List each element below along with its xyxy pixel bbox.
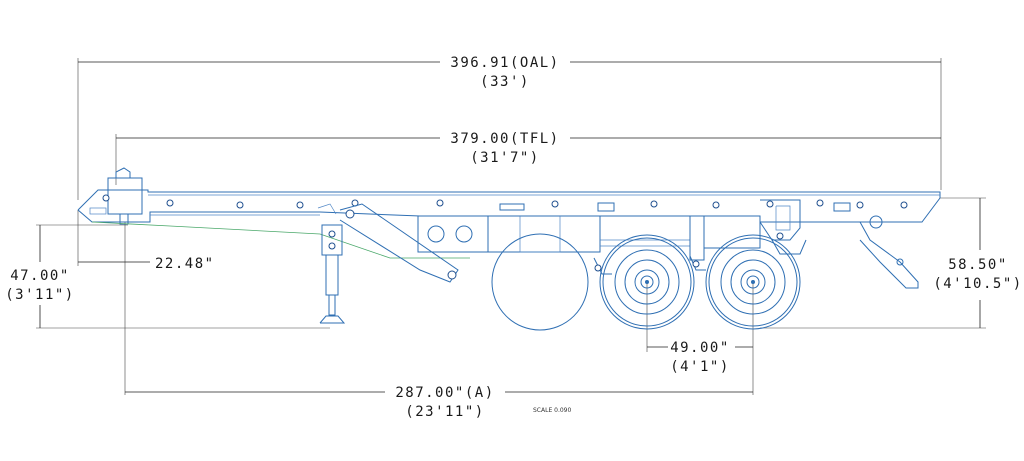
landing-gear [317, 203, 459, 324]
rear-wheel [705, 234, 801, 330]
coupler-height-feet: (3'11") [5, 287, 75, 303]
kingpin-setback-value: 22.48" [155, 256, 215, 272]
frame-bolts [102, 194, 908, 212]
kingpin-to-axle-value: 287.00"(A) [395, 385, 494, 401]
top-frame-length-value: 379.00(TFL) [450, 131, 559, 147]
air-tank [491, 233, 589, 331]
axle-spread-value: 49.00" [670, 340, 730, 356]
trailer-frame [77, 167, 941, 289]
axle-spread-feet: (4'1") [670, 359, 730, 375]
suspension [593, 232, 784, 275]
rear-height-value: 58.50" [948, 257, 1008, 273]
overall-length-value: 396.91(OAL) [450, 55, 559, 71]
rear-height-feet: (4'10.5") [933, 276, 1022, 292]
kingpin-to-axle-feet: (23'11") [405, 404, 484, 420]
scale-label: SCALE 0.090 [533, 407, 572, 414]
overall-length-feet: (33') [480, 74, 530, 90]
top-frame-length-feet: (31'7") [470, 150, 540, 166]
dimension-lines [36, 58, 986, 395]
coupler-height-value: 47.00" [10, 268, 70, 284]
front-wheel [599, 234, 695, 330]
